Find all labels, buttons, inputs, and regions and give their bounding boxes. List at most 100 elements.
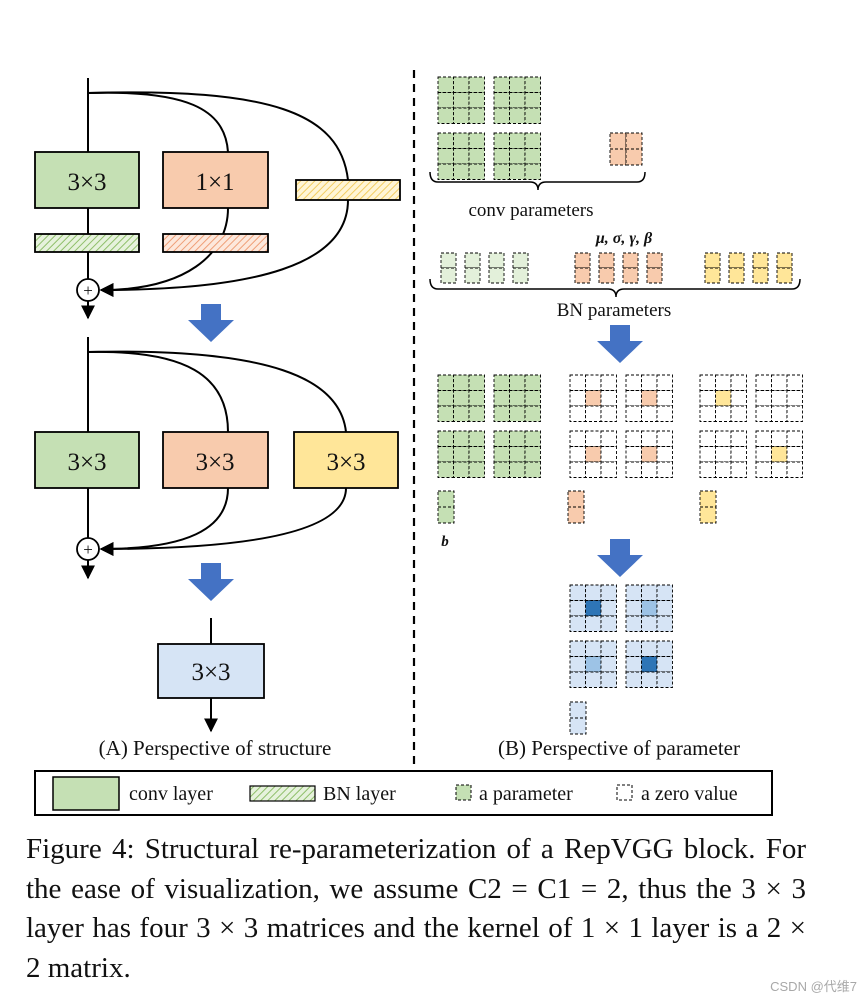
equiv-3x3-cell (641, 374, 658, 391)
equiv-3x3-cell (656, 461, 673, 478)
fused-param-cell (625, 600, 642, 617)
bn-layer-orange (162, 233, 269, 253)
identity-3x3-cell (699, 374, 716, 391)
conv-param-cell (468, 430, 485, 447)
conv3x3-label-2: 3×3 (67, 449, 106, 476)
equiv-3x3-cell (641, 446, 658, 463)
identity-3x3-cell (755, 374, 772, 391)
bn-param-cell (512, 267, 529, 284)
conv-param-cell (493, 430, 510, 447)
conv-param-cell (493, 390, 510, 407)
conv-param-cell (453, 446, 470, 463)
bias-cell (437, 490, 455, 508)
legend-bn-label: BN layer (323, 783, 396, 805)
conv3x3-label-3: 3×3 (195, 449, 234, 476)
legend-bn-swatch (249, 785, 316, 802)
conv-param-cell (437, 132, 454, 149)
fused-param-cell (600, 656, 617, 673)
fused-param-cell (569, 640, 586, 657)
bn-param-cell (728, 252, 745, 269)
equiv-3x3-cell (600, 461, 617, 478)
add-node-2 (76, 537, 100, 561)
equiv-3x3-cell (656, 430, 673, 447)
equiv-3x3-cell (625, 390, 642, 407)
bn-param-cell (440, 252, 457, 269)
identity-3x3-cell (786, 405, 803, 422)
equiv-3x3-cell (569, 405, 586, 422)
arrow-down-icon (597, 325, 643, 363)
bn-param-cell (574, 267, 591, 284)
identity-3x3-cell (755, 390, 772, 407)
conv-param-cell (524, 107, 541, 124)
equiv-3x3-cell (600, 446, 617, 463)
conv-param-cell (453, 92, 470, 109)
identity-3x3-cell (715, 374, 732, 391)
conv-param-cell (437, 446, 454, 463)
equiv-3x3-cell (641, 405, 658, 422)
equiv-3x3-cell (569, 390, 586, 407)
bn-param-cell (622, 252, 639, 269)
equiv-3x3-cell (641, 430, 658, 447)
identity-3x3-cell (715, 430, 732, 447)
equiv-3x3-cell (585, 390, 602, 407)
conv1x1-param-cell (609, 132, 627, 150)
identity-3x3-cell (755, 461, 772, 478)
fused-param-cell (625, 656, 642, 673)
conv-param-cell (509, 446, 526, 463)
identity-3x3-cell (730, 461, 747, 478)
equiv-3x3-cell (625, 461, 642, 478)
identity-3x3-cell (699, 405, 716, 422)
fused-conv3x3-box (157, 643, 265, 699)
conv-param-cell (437, 107, 454, 124)
fused-param-cell (585, 584, 602, 601)
equiv-3x3-cell (656, 446, 673, 463)
conv-param-cell (468, 148, 485, 165)
legend-conv-swatch (52, 776, 120, 811)
conv1x1-param-cell (625, 148, 643, 166)
conv-param-cell (493, 107, 510, 124)
fused-param-cell (641, 656, 658, 673)
fused-param-cell (569, 600, 586, 617)
identity-3x3-cell (786, 374, 803, 391)
identity-3x3-cell (755, 430, 772, 447)
conv-param-cell (453, 461, 470, 478)
conv-param-cell (524, 374, 541, 391)
bn-param-cell (776, 267, 793, 284)
bn-param-cell (776, 252, 793, 269)
equiv-3x3-cell (569, 430, 586, 447)
bn-param-cell (622, 267, 639, 284)
conv-param-cell (453, 132, 470, 149)
arrow-down-icon (597, 539, 643, 577)
conv-param-cell (524, 405, 541, 422)
conv-param-cell (468, 405, 485, 422)
transform-arrows (188, 304, 643, 601)
bn-param-cell (574, 252, 591, 269)
bn-param-cell (646, 252, 663, 269)
arrow-down-icon (188, 563, 234, 601)
identity-3x3-cell (771, 446, 788, 463)
identity-3x3-cell (771, 405, 788, 422)
fused-param-cell (625, 615, 642, 632)
bn-parameters-label: BN parameters (557, 300, 671, 321)
fused-param-cell (656, 640, 673, 657)
identity-3x3-cell (715, 446, 732, 463)
bn-greek-label: μ, σ, γ, β (595, 230, 653, 247)
identity-3x3-cell (755, 405, 772, 422)
identity-3x3-cell (730, 446, 747, 463)
bn-param-cell (752, 252, 769, 269)
identity-3x3-cell (730, 405, 747, 422)
conv-param-cell (493, 374, 510, 391)
fused-param-cell (585, 600, 602, 617)
fused-param-cell (641, 615, 658, 632)
conv-param-cell (493, 461, 510, 478)
fused-param-cell (569, 656, 586, 673)
fused-param-cell (600, 615, 617, 632)
conv-param-cell (468, 163, 485, 180)
equiv-3x3-cell (569, 374, 586, 391)
bn-layer-yellow (295, 179, 401, 201)
conv-param-cell (453, 405, 470, 422)
fused-param-cell (625, 584, 642, 601)
bias-cell (437, 506, 455, 524)
conv-param-cell (437, 374, 454, 391)
bn-param-cell (752, 267, 769, 284)
